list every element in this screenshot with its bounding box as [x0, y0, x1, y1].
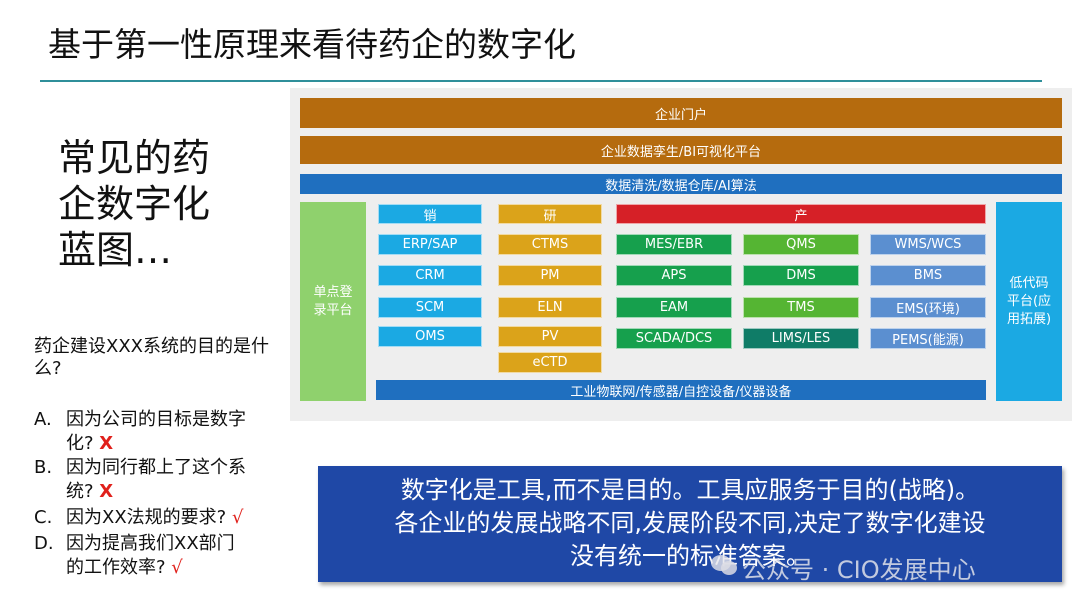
- lowcode-platform: 低代码平台(应用拓展): [996, 202, 1062, 401]
- module-erp: ERP/SAP: [378, 234, 482, 255]
- watermark: 公众号 · CIO发展中心: [742, 556, 976, 584]
- iot-bar: 工业物联网/传感器/自控设备/仪器设备: [376, 380, 986, 400]
- module-scm: SCM: [378, 297, 482, 318]
- key-message-callout: 数字化是工具,而不是目的。工具应服务于目的(战略)。 各企业的发展战略不同,发展…: [318, 466, 1062, 582]
- option-key: C.: [34, 507, 53, 528]
- module-ctms: CTMS: [498, 234, 602, 255]
- module-pems: PEMS(能源): [870, 328, 986, 349]
- option-key: A.: [34, 409, 52, 430]
- option-c: C. 因为XX法规的要求? √: [34, 506, 284, 530]
- check-mark-icon: √: [231, 507, 244, 528]
- option-key: D.: [34, 533, 54, 554]
- module-wms: WMS/WCS: [870, 234, 986, 255]
- data-twin-bar: 企业数据孪生/BI可视化平台: [300, 136, 1062, 164]
- module-scada: SCADA/DCS: [616, 328, 732, 349]
- module-pm: PM: [498, 265, 602, 286]
- sso-platform: 单点登录平台: [300, 202, 366, 401]
- option-d: D. 因为提高我们XX部门的工作效率? √: [34, 532, 284, 580]
- production-header: 产: [616, 204, 986, 224]
- headline: 常见的药 企数字化 蓝图…: [58, 135, 268, 273]
- option-text: 因为XX法规的要求? √: [66, 507, 244, 528]
- headline-line: 蓝图…: [58, 228, 173, 272]
- module-crm: CRM: [378, 265, 482, 286]
- callout-line: 各企业的发展战略不同,发展阶段不同,决定了数字化建设: [394, 509, 986, 537]
- module-mes: MES/EBR: [616, 234, 732, 255]
- module-pv: PV: [498, 326, 602, 347]
- check-mark-icon: √: [171, 557, 183, 578]
- enterprise-portal-bar: 企业门户: [300, 98, 1062, 128]
- question: 药企建设XXX系统的目的是什么?: [34, 336, 269, 379]
- option-b: B. 因为同行都上了这个系统? X: [34, 456, 284, 504]
- wrong-mark-icon: X: [99, 433, 114, 454]
- slide-title: 基于第一性原理来看待药企的数字化: [48, 25, 576, 64]
- module-oms: OMS: [378, 326, 482, 347]
- wechat-icon: [711, 555, 737, 575]
- module-dms: DMS: [743, 265, 859, 286]
- module-eln: ELN: [498, 297, 602, 318]
- wrong-mark-icon: X: [99, 481, 114, 502]
- option-text: 因为公司的目标是数字化? X: [66, 409, 246, 454]
- module-tms: TMS: [743, 297, 859, 318]
- option-a: A. 因为公司的目标是数字化? X: [34, 408, 284, 456]
- sales-header: 销: [378, 204, 482, 224]
- headline-line: 常见的药: [58, 136, 211, 180]
- module-ems: EMS(环境): [870, 297, 986, 318]
- module-lims: LIMS/LES: [743, 328, 859, 349]
- module-qms: QMS: [743, 234, 859, 255]
- callout-line: 没有统一的标准答案。: [570, 542, 810, 570]
- option-text: 因为提高我们XX部门的工作效率? √: [66, 533, 235, 578]
- data-platform-bar: 数据清洗/数据仓库/AI算法: [300, 174, 1062, 194]
- module-eam: EAM: [616, 297, 732, 318]
- option-text: 因为同行都上了这个系统? X: [66, 457, 246, 502]
- option-key: B.: [34, 457, 53, 478]
- blueprint-diagram: 企业门户 企业数据孪生/BI可视化平台 数据清洗/数据仓库/AI算法 单点登录平…: [290, 88, 1072, 421]
- rnd-header: 研: [498, 204, 602, 224]
- module-ectd: eCTD: [498, 352, 602, 373]
- title-divider: [40, 80, 1042, 82]
- headline-line: 企数字化: [58, 182, 211, 226]
- callout-line: 数字化是工具,而不是目的。工具应服务于目的(战略)。: [400, 476, 980, 504]
- module-aps: APS: [616, 265, 732, 286]
- module-bms: BMS: [870, 265, 986, 286]
